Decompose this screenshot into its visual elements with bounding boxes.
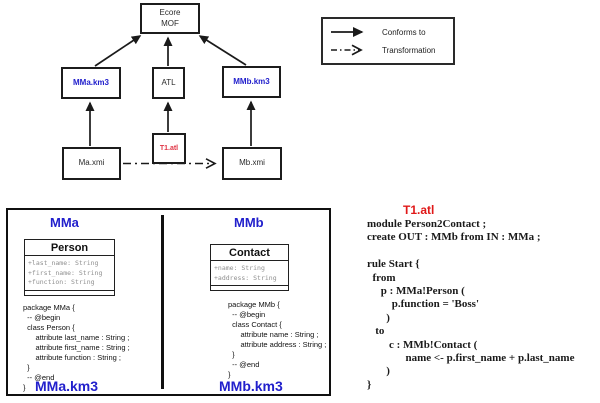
node-ecore-line2: MOF	[161, 18, 179, 28]
contact-attribute: +name: String	[214, 264, 265, 272]
node-atl: ATL	[152, 67, 185, 99]
legend-row-transformation: Transformation	[329, 44, 447, 56]
contact-attributes: +name: String +address: String	[211, 261, 288, 286]
t1-atl-source-code: module Person2Contact ; create OUT : MMb…	[367, 218, 575, 391]
person-class-box: Person +last_name: String +first_name: S…	[24, 239, 115, 296]
t1-atl-listing-title: T1.atl	[403, 203, 435, 217]
node-t1-atl-label: T1.atl	[159, 144, 179, 152]
legend-transformation-label: Transformation	[382, 45, 436, 55]
person-attribute: +last_name: String	[28, 259, 99, 267]
node-mb-xmi-label: Mb.xmi	[239, 158, 265, 168]
node-mmb-km3-label: MMb.km3	[233, 76, 270, 86]
person-operations-compartment	[25, 290, 114, 295]
node-ma-xmi-label: Ma.xmi	[78, 158, 105, 168]
contact-class-name: Contact	[211, 245, 288, 261]
mma-km3-file-label: MMa.km3	[35, 378, 99, 394]
person-attributes: +last_name: String +first_name: String +…	[25, 256, 114, 291]
node-ecore-line1: Ecore	[159, 8, 181, 18]
panel-divider	[161, 215, 164, 389]
mma-km3-source-code: package MMa { -- @begin class Person { a…	[23, 303, 130, 392]
legend-box: Conforms to Transformation	[321, 17, 455, 65]
conforms-arrow-mmbkm3-to-ecore	[198, 35, 247, 66]
node-atl-label: ATL	[161, 77, 176, 87]
legend-conforms-label: Conforms to	[382, 27, 426, 37]
node-ecore-mof: Ecore MOF	[140, 3, 200, 34]
contact-attribute: +address: String	[214, 273, 277, 282]
mmb-km3-file-label: MMb.km3	[219, 378, 283, 394]
mmb-km3-source-code: package MMb { -- @begin class Contact { …	[228, 300, 327, 379]
mmb-title: MMb	[234, 215, 264, 230]
metamodel-panel: MMa Person +last_name: String +first_nam…	[6, 208, 331, 396]
mma-title: MMa	[50, 215, 79, 230]
person-attribute: +function: String	[28, 278, 95, 286]
person-class-name: Person	[25, 240, 114, 256]
person-attribute: +first_name: String	[28, 268, 103, 277]
contact-class-box: Contact +name: String +address: String	[210, 244, 289, 291]
diagram-arrows	[85, 35, 256, 169]
node-t1-atl: T1.atl	[152, 133, 186, 164]
conforms-arrow-mmakm3-to-ecore	[94, 35, 142, 67]
node-ma-xmi: Ma.xmi	[62, 147, 121, 180]
dash-dot-arrow-icon	[331, 44, 363, 56]
solid-arrow-icon	[331, 27, 364, 37]
node-mmb-km3: MMb.km3	[222, 66, 281, 98]
node-mma-km3-label: MMa.km3	[72, 77, 109, 87]
node-mma-km3: MMa.km3	[61, 67, 121, 99]
contact-operations-compartment	[211, 286, 288, 290]
legend-row-conforms: Conforms to	[329, 26, 447, 38]
node-mb-xmi: Mb.xmi	[222, 147, 282, 180]
